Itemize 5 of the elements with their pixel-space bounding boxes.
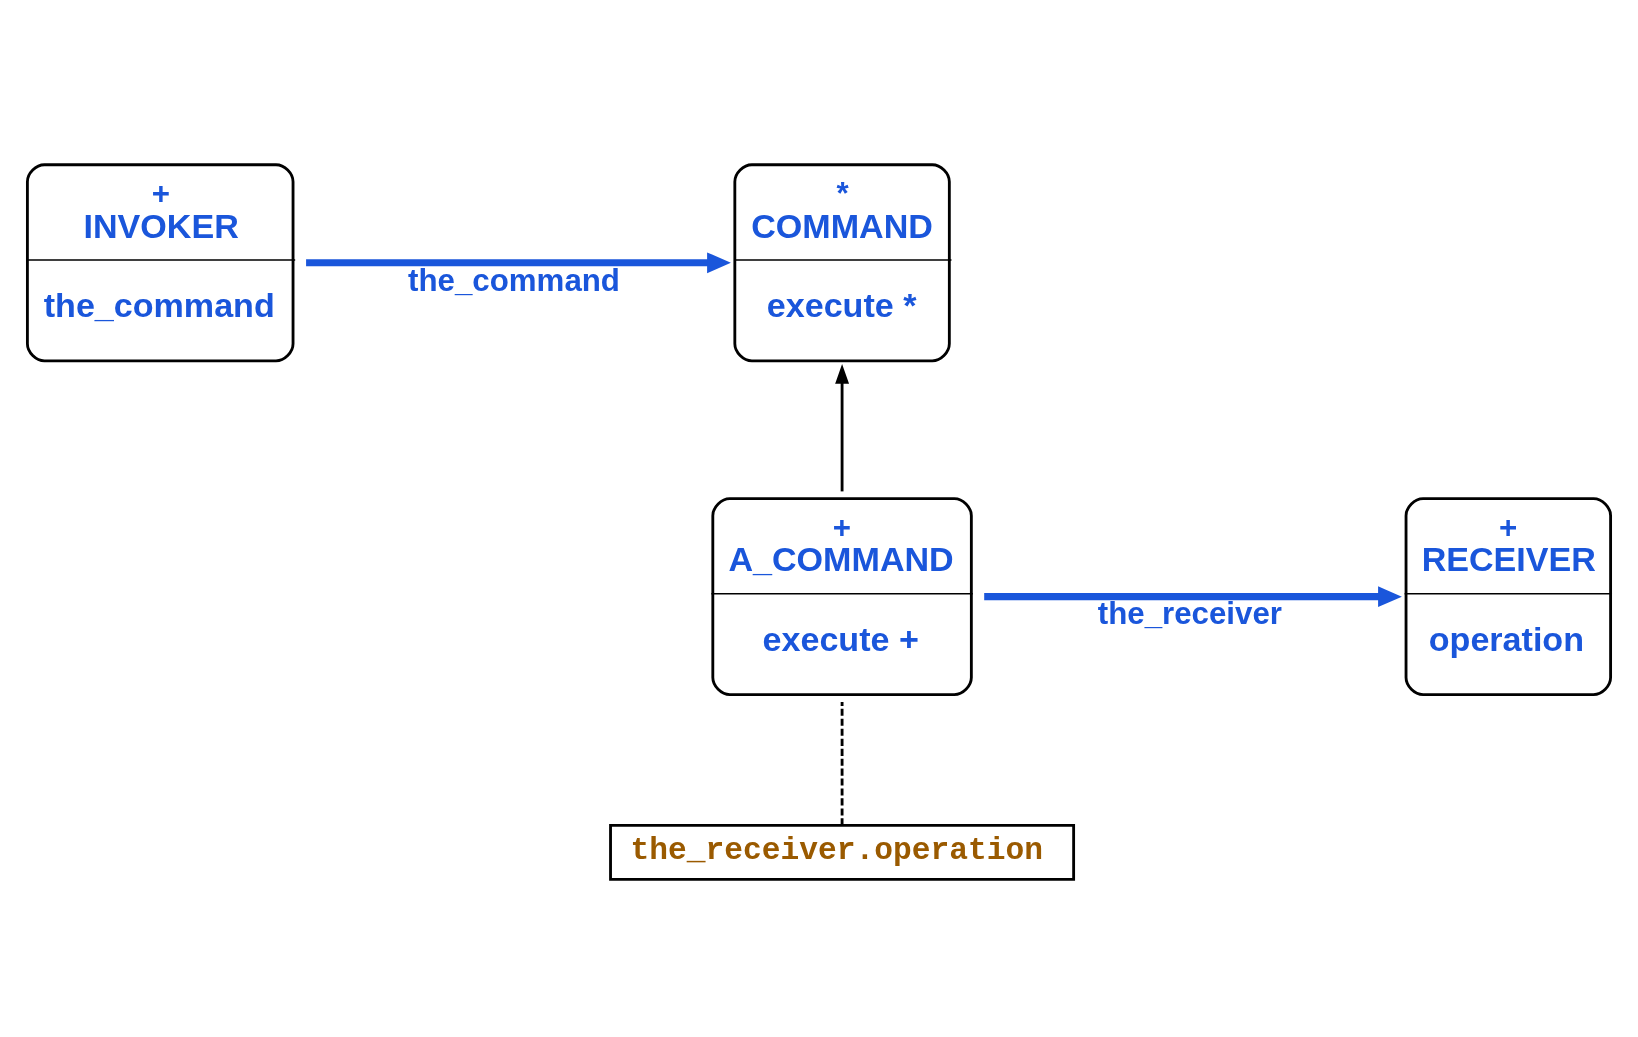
node-box: the_receiver.operation bbox=[609, 823, 1076, 881]
connector bbox=[840, 702, 844, 826]
arrow bbox=[835, 363, 850, 492]
edge-label: the_command bbox=[408, 262, 620, 298]
edge-label: the_receiver bbox=[1097, 596, 1282, 632]
